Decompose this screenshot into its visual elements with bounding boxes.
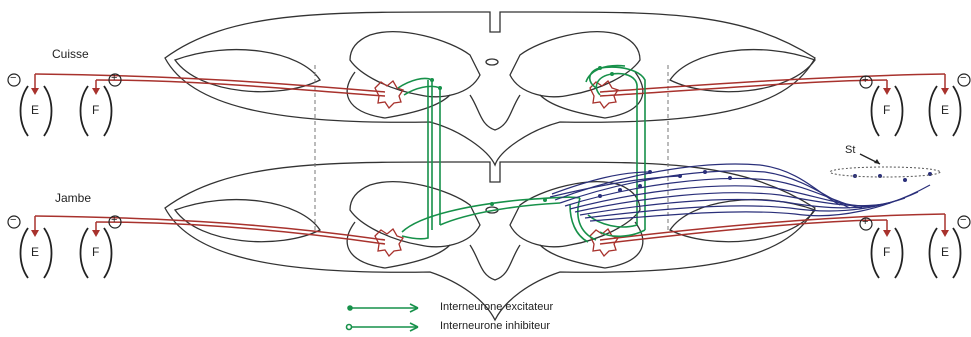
label-cuisse: Cuisse xyxy=(52,47,89,61)
afferent-fibers xyxy=(550,164,930,221)
muscle-extensor-lower-left: E xyxy=(31,245,39,259)
muscle-extensor-lower-right: E xyxy=(941,245,949,259)
sign-circles xyxy=(8,74,970,230)
muscle-flexor-upper-left: F xyxy=(92,103,99,117)
sign-minus-lower-right: − xyxy=(960,214,966,226)
stimulus-site xyxy=(830,154,940,177)
sign-plus-lower-left: + xyxy=(111,214,117,226)
sign-plus-upper-left: + xyxy=(111,72,117,84)
muscle-extensor-upper-left-outline xyxy=(21,86,29,136)
motor-neuron-upper-left xyxy=(375,81,403,108)
label-jambe: Jambe xyxy=(55,191,91,205)
muscle-flexor-lower-right: F xyxy=(883,245,890,259)
sign-minus-upper-right: − xyxy=(960,72,966,84)
motor-neurons xyxy=(375,81,618,256)
muscle-flexor-lower-left: F xyxy=(92,245,99,259)
label-stimulus: St xyxy=(845,144,855,156)
muscle-extensor-upper-right: E xyxy=(941,103,949,117)
legend-inhibitory-label: Interneurone inhibiteur xyxy=(440,320,550,332)
muscle-flexor-upper-right: F xyxy=(883,103,890,117)
legend-excitatory-label: Interneurone excitateur xyxy=(440,301,553,313)
legend-excitatory-symbol xyxy=(348,304,418,312)
legend-inhibitory-symbol xyxy=(347,323,419,331)
sign-plus-upper-right: + xyxy=(862,74,868,86)
sign-minus-upper-left: − xyxy=(10,72,16,84)
sign-minus-lower-left: − xyxy=(10,214,16,226)
interneuron-markers xyxy=(430,66,614,206)
muscle-flexor-upper-left-outline xyxy=(81,86,89,136)
muscle-extensor-upper-left: E xyxy=(31,103,39,117)
sign-plus-lower-right: + xyxy=(862,216,868,228)
